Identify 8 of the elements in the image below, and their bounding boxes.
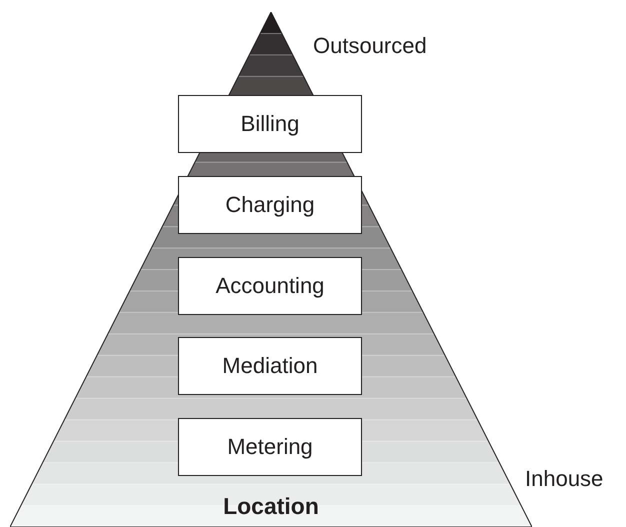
pyramid-base-label: Location [223,493,319,520]
layer-box: Mediation [178,337,362,395]
layer-box: Metering [178,418,362,476]
layer-box: Charging [178,176,362,234]
layer-box: Accounting [178,257,362,315]
side-label: Outsourced [313,33,427,59]
layer-box: Billing [178,95,362,153]
side-label: Inhouse [525,466,604,492]
